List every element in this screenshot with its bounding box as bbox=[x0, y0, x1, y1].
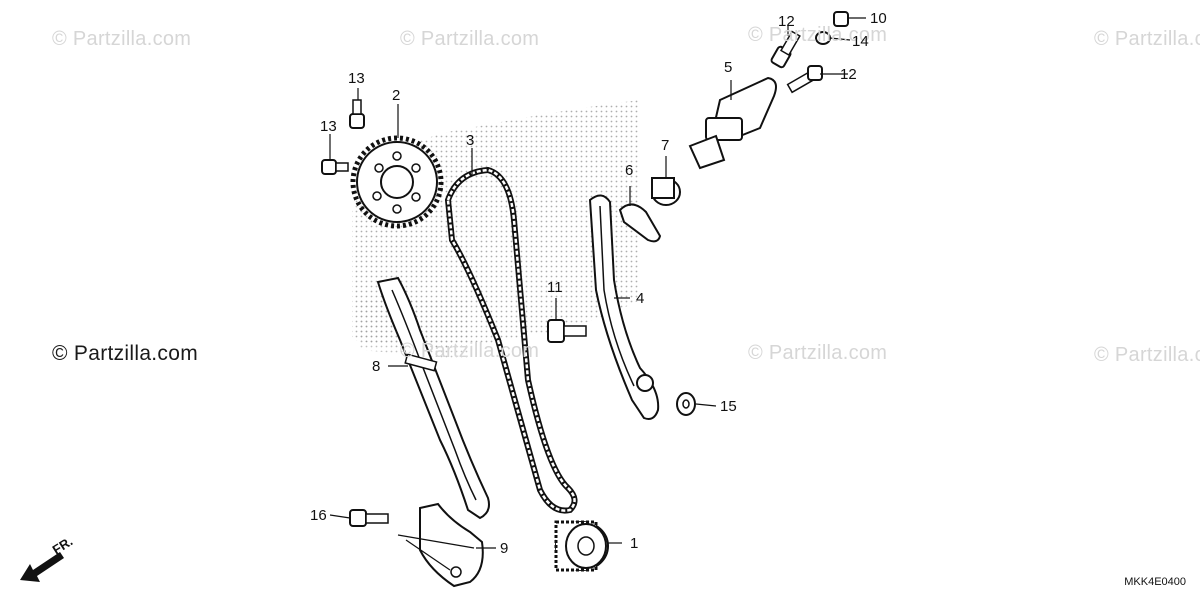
cam-chain-guide bbox=[376, 276, 490, 520]
watermark: © Partzilla.com bbox=[1094, 344, 1200, 366]
tensioner-arm-pivot bbox=[636, 374, 654, 392]
watermark: © Partzilla.com bbox=[748, 24, 888, 46]
callout-part-3[interactable]: 3 bbox=[466, 132, 475, 149]
callout-part-5[interactable]: 5 bbox=[724, 59, 733, 76]
guide-bracket-hole bbox=[450, 566, 462, 578]
callout-part-9[interactable]: 9 bbox=[500, 540, 509, 557]
watermark: © Partzilla.com bbox=[748, 342, 888, 364]
callout-part-2[interactable]: 2 bbox=[392, 87, 401, 104]
callout-part-11[interactable]: 11 bbox=[547, 279, 563, 296]
sealing-bolt bbox=[833, 11, 849, 27]
callout-part-15[interactable]: 15 bbox=[720, 398, 737, 415]
callout-part-1[interactable]: 1 bbox=[630, 535, 639, 552]
diagram-code: MKK4E0400 bbox=[1124, 576, 1186, 588]
callout-part-12[interactable]: 12 bbox=[840, 66, 857, 83]
leader-lines bbox=[329, 17, 866, 571]
guide-bracket bbox=[419, 502, 484, 588]
cam-chain-inner bbox=[446, 168, 576, 512]
tensioner-lifter bbox=[688, 76, 777, 170]
watermark: © Partzilla.com bbox=[52, 28, 192, 50]
tensioner-cap bbox=[651, 177, 681, 206]
tensioner-arm-edge bbox=[599, 205, 635, 387]
callout-part-10[interactable]: 10 bbox=[870, 10, 887, 27]
callout-part-7[interactable]: 7 bbox=[661, 137, 670, 154]
callout-part-14[interactable]: 14 bbox=[852, 33, 869, 50]
sprocket-bolt-lower bbox=[321, 159, 349, 175]
watermark: © Partzilla.com bbox=[52, 342, 199, 365]
callout-part-13[interactable]: 13 bbox=[348, 70, 365, 87]
watermark: © Partzilla.com bbox=[400, 28, 540, 50]
front-direction-arrow bbox=[20, 552, 64, 582]
bracket-bolt bbox=[349, 509, 389, 527]
callout-part-13[interactable]: 13 bbox=[320, 118, 337, 135]
drive-sprocket bbox=[554, 520, 609, 572]
tensioner-bolt-upper bbox=[770, 30, 801, 69]
cam-chain-guide-pin bbox=[404, 353, 438, 372]
callout-part-8[interactable]: 8 bbox=[372, 358, 381, 375]
callout-part-4[interactable]: 4 bbox=[636, 290, 645, 307]
tensioner-arm bbox=[588, 194, 660, 420]
cam-sprocket bbox=[350, 135, 444, 229]
tensioner-bolt-lower bbox=[786, 65, 823, 94]
callout-part-6[interactable]: 6 bbox=[625, 162, 634, 179]
watermark: © Partzilla.com bbox=[400, 340, 540, 362]
tensioner-gasket bbox=[618, 203, 662, 243]
watermark: © Partzilla.com bbox=[1094, 28, 1200, 50]
tensioner-washer-hole bbox=[682, 399, 690, 409]
callout-part-16[interactable]: 16 bbox=[310, 507, 327, 524]
sprocket-bolt-upper bbox=[349, 99, 365, 129]
callout-part-12[interactable]: 12 bbox=[778, 13, 795, 30]
